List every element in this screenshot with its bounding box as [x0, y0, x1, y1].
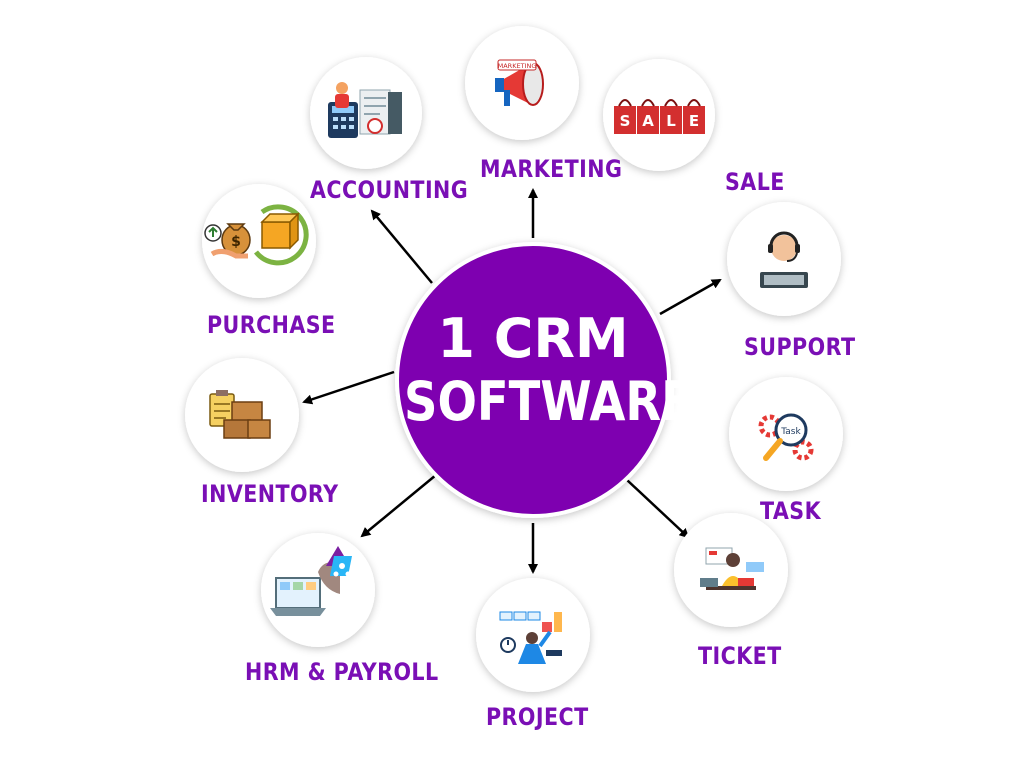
megaphone-icon: MARKETING: [495, 59, 544, 106]
magnifier-gears-icon: Task: [758, 413, 814, 461]
label-inventory: INVENTORY: [201, 480, 339, 508]
arrow-accounting: [370, 209, 433, 284]
arrow-inventory: [302, 370, 395, 405]
module-accounting-icon-circle: [310, 57, 422, 169]
sale-tag-l: L: [666, 112, 676, 130]
module-hrm-icon-circle: [261, 533, 375, 647]
hub-circle: [395, 242, 671, 518]
ticket-desk-icon: [700, 547, 764, 590]
sale-tag-a: A: [642, 112, 654, 130]
laptop-org-chart-icon: [270, 546, 352, 616]
hub-title-line1: 1 CRM: [437, 307, 629, 370]
module-marketing-icon-circle: MARKETING: [465, 26, 579, 140]
svg-text:$: $: [231, 234, 241, 250]
label-hrm: HRM & PAYROLL: [245, 658, 439, 686]
arrow-ticket: [626, 479, 690, 539]
module-ticket-icon-circle: [674, 513, 788, 627]
label-marketing: MARKETING: [480, 155, 623, 183]
arrow-hrm: [360, 474, 437, 538]
sale-tag-e: E: [689, 112, 699, 130]
module-task-icon-circle: Task: [729, 377, 843, 491]
label-task: TASK: [760, 497, 822, 525]
label-accounting: ACCOUNTING: [310, 176, 469, 204]
module-inventory-icon-circle: [185, 358, 299, 472]
accounting-icon: [328, 82, 402, 138]
task-badge: Task: [780, 427, 801, 437]
boxes-clipboard-icon: [209, 390, 271, 439]
sale-tag-s: S: [620, 112, 631, 130]
label-purchase: PURCHASE: [207, 311, 336, 339]
module-support-icon-circle: [727, 202, 841, 316]
label-project: PROJECT: [486, 703, 589, 731]
headset-agent-icon: [760, 231, 808, 288]
project-board-icon: [499, 611, 562, 664]
label-support: SUPPORT: [744, 333, 856, 361]
module-sale-icon-circle: S A L E: [603, 59, 715, 171]
label-ticket: TICKET: [698, 642, 782, 670]
connector-arrows: [302, 188, 722, 574]
module-project-icon-circle: [476, 578, 590, 692]
label-sale: SALE: [725, 168, 785, 196]
module-purchase-icon-circle: $: [202, 184, 316, 298]
megaphone-badge: MARKETING: [498, 62, 537, 70]
hub-title-line2: SOFTWARE: [404, 370, 693, 433]
shopping-bags-icon: S A L E: [614, 99, 705, 134]
money-bag-package-icon: $: [204, 204, 309, 266]
arrow-support: [659, 278, 722, 316]
